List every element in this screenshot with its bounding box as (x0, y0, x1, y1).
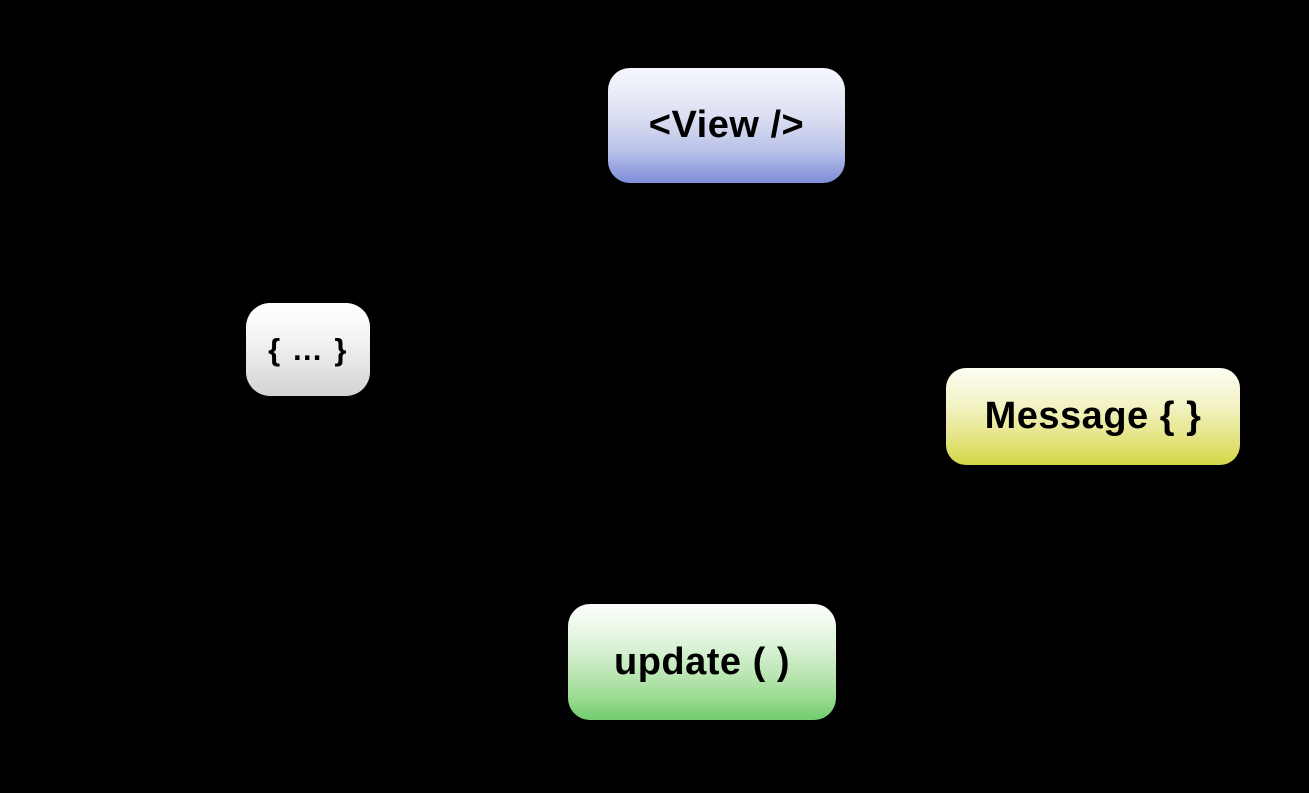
node-data-object-label: { … } (268, 331, 348, 367)
node-update-function[interactable]: update ( ) (568, 604, 836, 720)
node-view-label: <View /> (648, 104, 805, 146)
node-data-object[interactable]: { … } (246, 303, 370, 396)
node-message[interactable]: Message { } (946, 368, 1240, 465)
node-update-function-label: update ( ) (614, 640, 790, 683)
node-view[interactable]: <View /> (608, 68, 845, 183)
node-message-label: Message { } (984, 395, 1202, 437)
